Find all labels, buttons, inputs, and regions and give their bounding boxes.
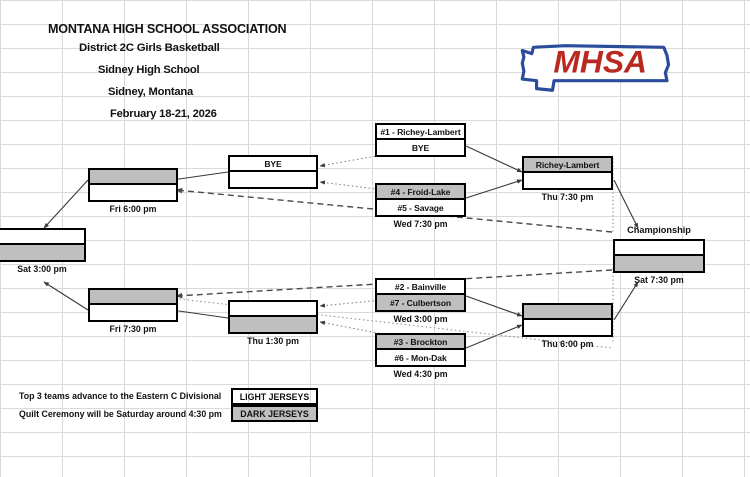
game-time-fri-6-00: Fri 6:00 pm [109,204,157,214]
subtitle-division: District 2C Girls Basketball [79,42,220,54]
team-slot-top[interactable]: #3 - Brockton [377,335,464,350]
team-slot-bottom[interactable] [90,185,176,200]
team-slot-bottom[interactable]: #5 - Savage [397,202,444,213]
team-slot-top[interactable]: #2 - Bainville [377,280,464,295]
game-time-thu-1-30: Thu 1:30 pm [247,336,299,346]
team-slot-top[interactable] [0,230,84,245]
game-box-wed-3-00[interactable]: #2 - Bainville #7 - Culbertson [375,278,466,312]
game-box-wed-4-30[interactable]: #3 - Brockton #6 - Mon-Dak [375,333,466,367]
team-slot-top[interactable] [524,305,611,320]
game-time-wed-3-00: Wed 3:00 pm [393,314,448,324]
team-slot-top[interactable]: #4 - Froid-Lake [377,185,464,200]
game-time-fri-7-30: Fri 7:30 pm [109,324,157,334]
team-slot-bottom[interactable] [615,256,703,271]
game-box-championship[interactable] [613,239,705,273]
team-slot-top[interactable] [615,241,703,256]
legend-dark-jerseys: DARK JERSEYS [231,405,318,422]
team-slot-top[interactable]: #1 - Richey-Lambert [377,125,464,140]
game-box-thu-7-30[interactable]: Richey-Lambert [522,156,613,190]
team-slot-top[interactable] [90,290,176,305]
team-slot-bottom[interactable] [524,173,611,188]
team-slot-bottom[interactable]: #7 - Culbertson [377,295,464,310]
game-time-championship: Sat 7:30 pm [634,275,684,285]
subtitle-dates: February 18-21, 2026 [110,108,217,120]
team-slot-top[interactable]: BYE [230,157,316,172]
team-slot-bottom[interactable] [230,317,316,332]
championship-caption: Championship [627,225,691,235]
game-box-bye[interactable]: BYE [228,155,318,189]
team-slot-top[interactable] [90,170,176,185]
team-slot-top[interactable]: Richey-Lambert [524,158,611,173]
subtitle-venue: Sidney High School [98,64,200,76]
game-time-sat-3-00: Sat 3:00 pm [17,264,67,274]
team-slot-bottom[interactable]: #6 - Mon-Dak [394,352,447,363]
subtitle-location: Sidney, Montana [108,86,194,98]
legend-light-jerseys: LIGHT JERSEYS [231,388,318,405]
game-time-wed-4-30: Wed 4:30 pm [393,369,448,379]
legend-note-advance: Top 3 teams advance to the Eastern C Div… [19,391,222,401]
game-box-thu-1-30[interactable] [228,300,318,334]
mhsa-logo: MHSA [520,43,671,92]
game-box-fri-6-00[interactable] [88,168,178,202]
game-time-wed-7-30: Wed 7:30 pm [393,219,448,229]
game-box-seed-1-bye[interactable]: #1 - Richey-Lambert BYE [375,123,466,157]
team-slot-bottom[interactable] [524,320,611,335]
game-time-thu-6-00: Thu 6:00 pm [541,339,594,349]
team-slot-bottom[interactable] [230,172,316,187]
game-box-fri-7-30[interactable] [88,288,178,322]
team-slot-bottom[interactable] [0,245,84,260]
team-slot-top[interactable] [230,302,316,317]
game-box-thu-6-00[interactable] [522,303,613,337]
team-slot-bottom[interactable]: BYE [411,142,430,153]
team-slot-bottom[interactable] [90,305,176,320]
legend-note-quilt: Quilt Ceremony will be Saturday around 4… [19,409,222,419]
game-time-thu-7-30: Thu 7:30 pm [541,192,594,202]
mhsa-logo-text: MHSA [553,44,647,80]
game-box-sat-3-00[interactable] [0,228,86,262]
page-title: MONTANA HIGH SCHOOL ASSOCIATION [48,22,287,36]
game-box-wed-7-30[interactable]: #4 - Froid-Lake #5 - Savage [375,183,466,217]
